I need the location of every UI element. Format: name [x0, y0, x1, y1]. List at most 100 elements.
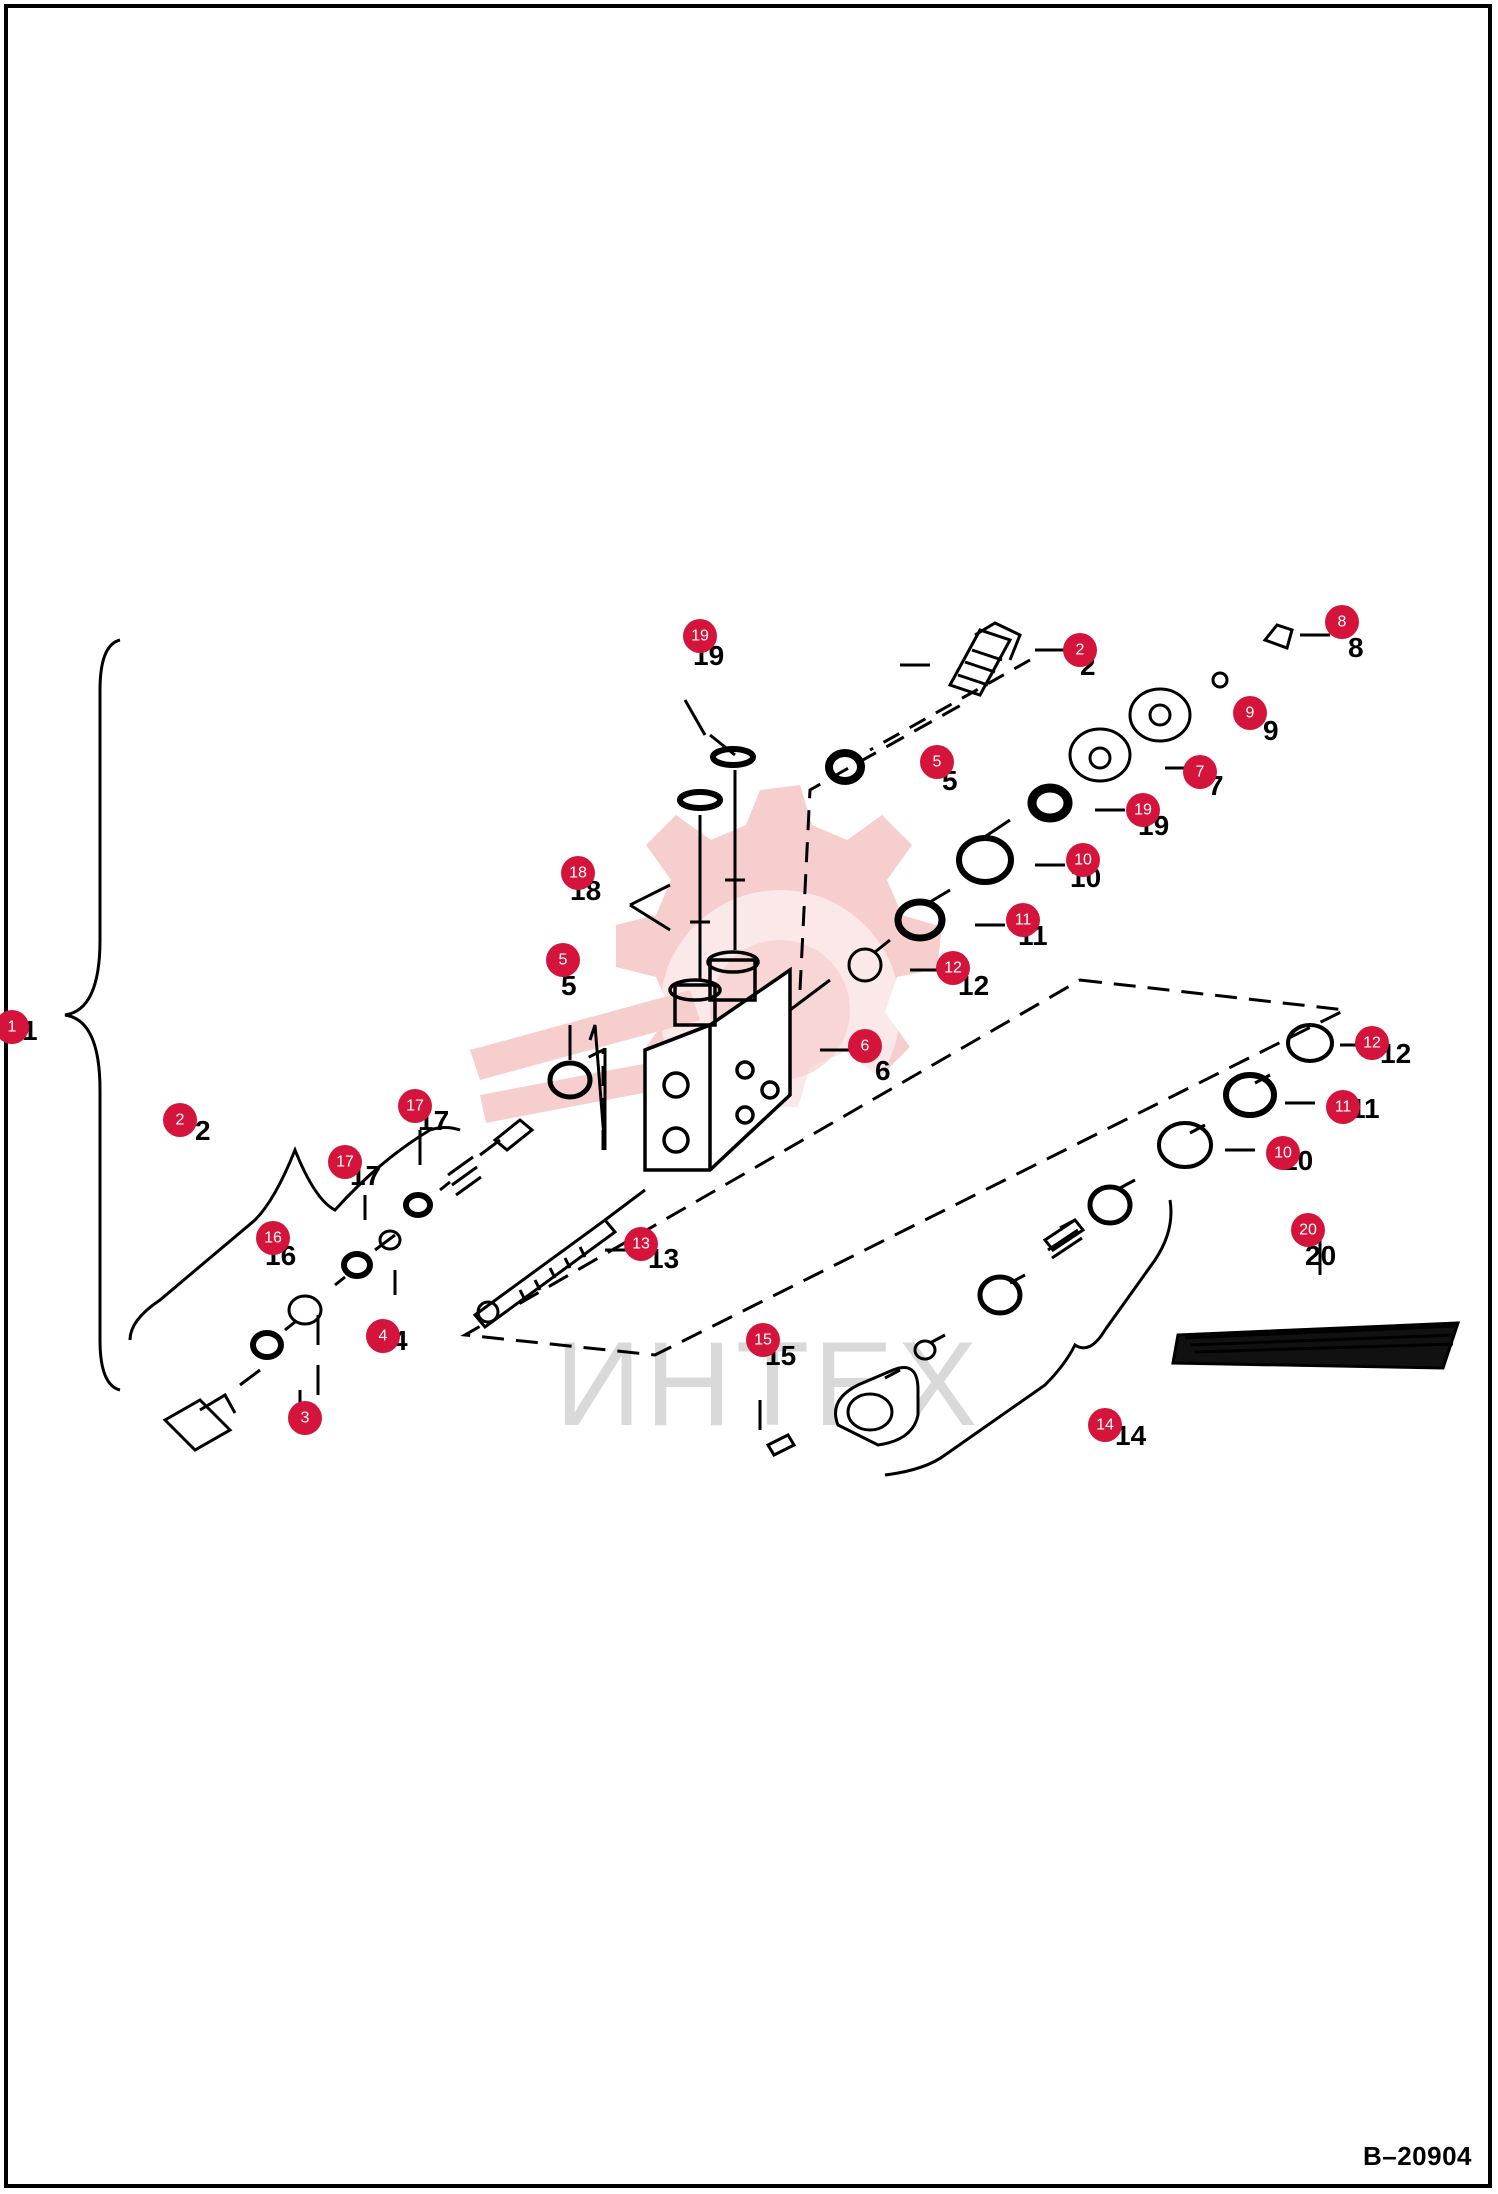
callout-marker-icon — [256, 1221, 290, 1255]
callout-label: 9 — [1246, 705, 1255, 722]
leader-lines — [298, 633, 1370, 1430]
callout-18: 18 — [561, 856, 595, 890]
callout-marker-icon — [561, 856, 595, 890]
diagram-linework — [64, 621, 1461, 1477]
callout-13: 13 — [624, 1227, 658, 1261]
lower-right-parts — [765, 1023, 1334, 1457]
callout-marker-icon — [1233, 696, 1267, 730]
callout-marker-icon — [366, 1319, 400, 1353]
callout-label: 5 — [933, 754, 942, 771]
dashed-assembly-outline — [460, 978, 1351, 1357]
callout-label: 5 — [559, 952, 568, 969]
callout-marker-icon — [1063, 633, 1097, 667]
shim-pack — [1171, 1240, 1461, 1370]
callout-marker-icon — [1126, 793, 1160, 827]
drawing-number: B–20904 — [1362, 2141, 1472, 2171]
brace-item-1 — [64, 638, 121, 1392]
callout-marker-icon — [1088, 1408, 1122, 1442]
callout-marker-icon — [1355, 1026, 1389, 1060]
callout-label: 16 — [264, 1230, 282, 1247]
callout-label: 12 — [1363, 1035, 1381, 1052]
callout-5: 5 — [920, 745, 954, 779]
callout-label: 4 — [379, 1328, 388, 1345]
callout-label: 7 — [1196, 764, 1205, 781]
callout-marker-icon — [746, 1323, 780, 1357]
callout-14: 14 — [1088, 1408, 1122, 1442]
callout-label: 19 — [1134, 802, 1152, 819]
callout-3: 3 — [288, 1401, 322, 1435]
callout-label: 8 — [1338, 614, 1347, 631]
callout-12: 12 — [936, 951, 970, 985]
callout-label: 10 — [1274, 1145, 1292, 1162]
callout-16: 16 — [256, 1221, 290, 1255]
printed-part-number-2: 2 — [195, 1115, 211, 1146]
spool — [472, 1188, 646, 1330]
callout-marker-icon — [1266, 1136, 1300, 1170]
top-seals — [629, 699, 756, 980]
callout-label: 17 — [406, 1098, 424, 1115]
callout-label: 11 — [1015, 912, 1032, 929]
printed-part-number-8: 8 — [1348, 632, 1364, 663]
callout-marker-icon — [1325, 605, 1359, 639]
callout-label: 13 — [632, 1236, 650, 1253]
callout-4: 4 — [366, 1319, 400, 1353]
callout-marker-icon — [546, 943, 580, 977]
callout-marker-icon — [288, 1401, 322, 1435]
callout-17: 17 — [398, 1089, 432, 1123]
callout-label: 3 — [301, 1410, 310, 1427]
callout-label: 12 — [944, 960, 962, 977]
callout-1: 1 — [0, 1010, 29, 1044]
callout-label: 18 — [569, 865, 587, 882]
callout-5: 5 — [546, 943, 580, 977]
callout-10: 10 — [1266, 1136, 1300, 1170]
callout-17: 17 — [328, 1145, 362, 1179]
callout-19: 19 — [683, 619, 717, 653]
callout-19: 19 — [1126, 793, 1160, 827]
callout-20: 20 — [1291, 1213, 1325, 1247]
callout-label: 2 — [1076, 642, 1085, 659]
printed-part-number-9: 9 — [1263, 715, 1279, 746]
callout-marker-icon — [328, 1145, 362, 1179]
callout-marker-icon — [683, 619, 717, 653]
callout-marker-icon — [624, 1227, 658, 1261]
callout-2: 2 — [1063, 633, 1097, 667]
callout-markers: 1223455678910101111121213141516171718191… — [0, 605, 1389, 1442]
callout-marker-icon — [1066, 843, 1100, 877]
callout-label: 14 — [1096, 1417, 1114, 1434]
callout-marker-icon — [920, 745, 954, 779]
callout-marker-icon — [1006, 903, 1040, 937]
callout-label: 11 — [1335, 1099, 1352, 1116]
upper-right-parts — [789, 621, 1294, 1012]
callout-15: 15 — [746, 1323, 780, 1357]
callout-marker-icon — [1183, 755, 1217, 789]
callout-label: 17 — [336, 1154, 354, 1171]
callout-marker-icon — [936, 951, 970, 985]
callout-label: 10 — [1074, 852, 1092, 869]
callout-marker-icon — [398, 1089, 432, 1123]
callout-8: 8 — [1325, 605, 1359, 639]
callout-label: 20 — [1299, 1222, 1317, 1239]
printed-part-number-5: 5 — [561, 970, 577, 1001]
callout-2: 2 — [163, 1103, 197, 1137]
callout-label: 1 — [8, 1019, 17, 1036]
brace-item-14 — [884, 1199, 1173, 1477]
callout-9: 9 — [1233, 696, 1267, 730]
callout-label: 6 — [861, 1038, 870, 1055]
left-stack-parts — [162, 1024, 607, 1452]
callout-label: 19 — [691, 628, 709, 645]
valve-body — [643, 950, 792, 1172]
callout-label: 2 — [176, 1112, 185, 1129]
callout-10: 10 — [1066, 843, 1100, 877]
callout-marker-icon — [0, 1010, 29, 1044]
callout-6: 6 — [848, 1029, 882, 1063]
printed-part-number-6: 6 — [875, 1055, 891, 1086]
callout-label: 15 — [754, 1332, 772, 1349]
callout-marker-icon — [163, 1103, 197, 1137]
callout-11: 11 — [1006, 903, 1040, 937]
brace-item-2 — [128, 1126, 461, 1341]
callout-7: 7 — [1183, 755, 1217, 789]
callout-12: 12 — [1355, 1026, 1389, 1060]
callout-marker-icon — [1291, 1213, 1325, 1247]
callout-marker-icon — [848, 1029, 882, 1063]
